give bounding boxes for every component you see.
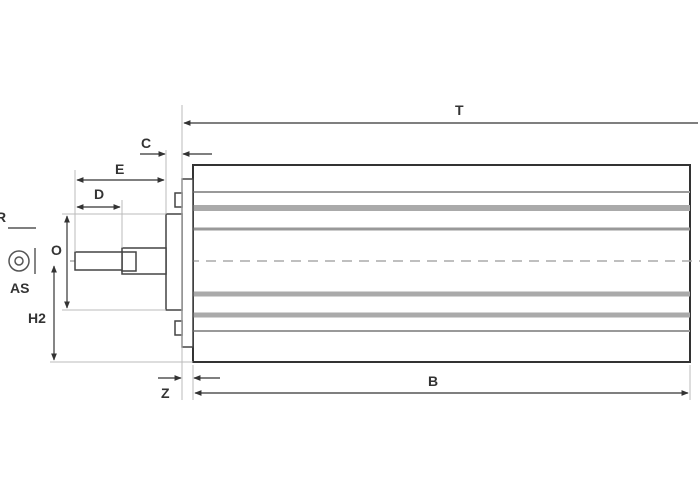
- end-cap-and-shaft: [74, 178, 194, 348]
- roller-drum: [192, 164, 691, 363]
- label-AS: AS: [10, 280, 29, 296]
- label-C: C: [141, 135, 151, 151]
- label-H2: H2: [28, 310, 46, 326]
- label-T: T: [455, 102, 464, 118]
- extension-lines: [50, 105, 691, 400]
- label-R: R: [0, 209, 6, 225]
- label-B: B: [428, 373, 438, 389]
- label-E: E: [115, 161, 124, 177]
- label-O: O: [51, 242, 62, 258]
- label-Z: Z: [161, 385, 170, 401]
- label-D: D: [94, 186, 104, 202]
- shaft-end-view: [8, 250, 30, 272]
